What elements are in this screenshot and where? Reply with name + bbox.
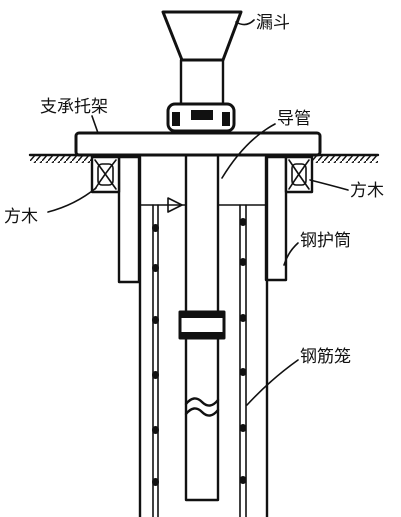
label-timber-left: 方木 bbox=[4, 207, 38, 227]
rebar-cage-right bbox=[239, 204, 247, 517]
clamp-right-jaw bbox=[222, 112, 230, 126]
clamp-left-jaw bbox=[172, 112, 180, 126]
support-bracket bbox=[74, 131, 322, 157]
label-steel-casing: 钢护筒 bbox=[300, 231, 351, 251]
label-rebar-cage: 钢筋笼 bbox=[300, 347, 351, 367]
timber-left bbox=[90, 155, 121, 194]
pipe-break-symbol bbox=[184, 397, 220, 417]
funnel bbox=[161, 10, 243, 133]
leader-timber-left bbox=[47, 187, 97, 213]
funnel-neck bbox=[179, 58, 225, 106]
ground-right bbox=[310, 153, 380, 163]
label-timber-right: 方木 bbox=[350, 181, 384, 201]
cage-hanger bbox=[167, 197, 183, 213]
tremie-pipe bbox=[178, 148, 226, 502]
steel-casing-left bbox=[117, 155, 141, 284]
leader-funnel bbox=[235, 19, 255, 26]
steel-casing-right bbox=[264, 155, 288, 282]
label-support-bracket: 支承托架 bbox=[40, 97, 108, 117]
label-funnel: 漏斗 bbox=[256, 13, 290, 33]
leader-steel-casing bbox=[283, 242, 299, 266]
pipe-joint bbox=[178, 310, 226, 340]
rebar-cage-left bbox=[152, 204, 159, 517]
clamp-bolt bbox=[191, 110, 213, 120]
leader-support-bracket bbox=[91, 115, 99, 134]
leader-timber-right bbox=[309, 179, 349, 191]
leader-rebar-cage bbox=[246, 359, 299, 406]
funnel-body bbox=[161, 10, 243, 62]
leader-tremie-pipe bbox=[221, 123, 276, 179]
label-tremie-pipe: 导管 bbox=[277, 109, 311, 129]
timber-right bbox=[284, 155, 314, 194]
